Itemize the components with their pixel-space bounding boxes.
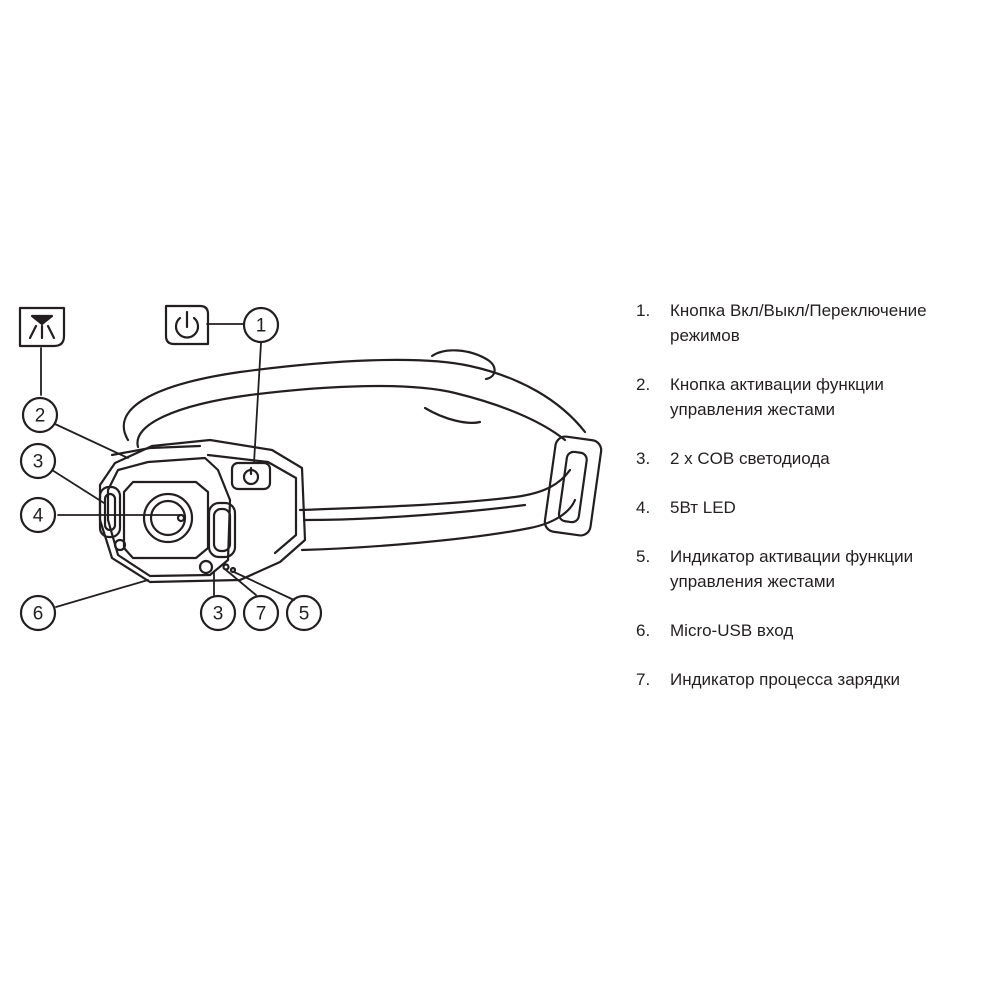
callout-4-label: 4 (33, 506, 44, 527)
callout-3a-label: 3 (33, 452, 44, 473)
legend-item: 4. 5Вт LED (636, 495, 1000, 520)
callout-3b-label: 3 (213, 604, 224, 625)
legend-item-number: 5. (636, 547, 651, 566)
legend-item-number: 6. (636, 621, 651, 640)
legend-item: 3. 2 x COB светодиода (636, 446, 1000, 471)
light-beam-icon (18, 306, 66, 348)
callout-6-circle (19, 594, 57, 632)
legend-item-text: Кнопка Вкл/Выкл/Переключение режимов (670, 301, 927, 345)
leader-lines (40, 323, 295, 608)
legend-item-number: 7. (636, 670, 651, 689)
legend-item-text: 2 x COB светодиода (670, 449, 830, 468)
legend-item: 5. Индикатор активации функции управления… (636, 544, 1000, 594)
callout-5-circle (285, 594, 323, 632)
callout-2-label: 2 (35, 406, 46, 427)
callout-7-label: 7 (256, 604, 267, 625)
parts-legend: 1. Кнопка Вкл/Выкл/Переключение режимов 2… (636, 298, 1000, 716)
callout-1-circle (242, 306, 280, 344)
headband (122, 349, 603, 552)
legend-item: 6. Micro-USB вход (636, 618, 1000, 643)
callout-7-circle (242, 594, 280, 632)
left-cob-led (98, 485, 127, 552)
callout-1-label: 1 (256, 316, 267, 337)
callout-3a-circle (19, 442, 57, 480)
callout-3b-circle (199, 594, 237, 632)
lamp-body (98, 438, 307, 584)
legend-item-text: Индикатор активации функции управления ж… (670, 547, 914, 591)
legend-item-text: Индикатор процесса зарядки (670, 670, 901, 689)
legend-item-text: Кнопка активации функции управления жест… (670, 375, 884, 419)
callout-4-circle (19, 496, 57, 534)
power-button-icon (164, 304, 210, 346)
callout-2-circle (21, 396, 59, 434)
legend-item-number: 4. (636, 498, 651, 517)
legend-item-number: 3. (636, 449, 651, 468)
callout-6-label: 6 (33, 604, 44, 625)
power-button[interactable] (230, 461, 272, 491)
legend-item-text: 5Вт LED (670, 498, 736, 517)
legend-item-text: Micro-USB вход (670, 621, 794, 640)
legend-item: 2. Кнопка активации функции управления же… (636, 372, 1000, 422)
legend-item-number: 2. (636, 375, 651, 394)
legend-item: 7. Индикатор процесса зарядки (636, 667, 1000, 692)
right-cob-led (198, 501, 237, 575)
legend-item: 1. Кнопка Вкл/Выкл/Переключение режимов (636, 298, 1000, 348)
legend-item-number: 1. (636, 301, 651, 320)
callout-circles (19, 306, 323, 632)
callout-5-label: 5 (299, 604, 310, 625)
main-led-module (122, 480, 210, 560)
